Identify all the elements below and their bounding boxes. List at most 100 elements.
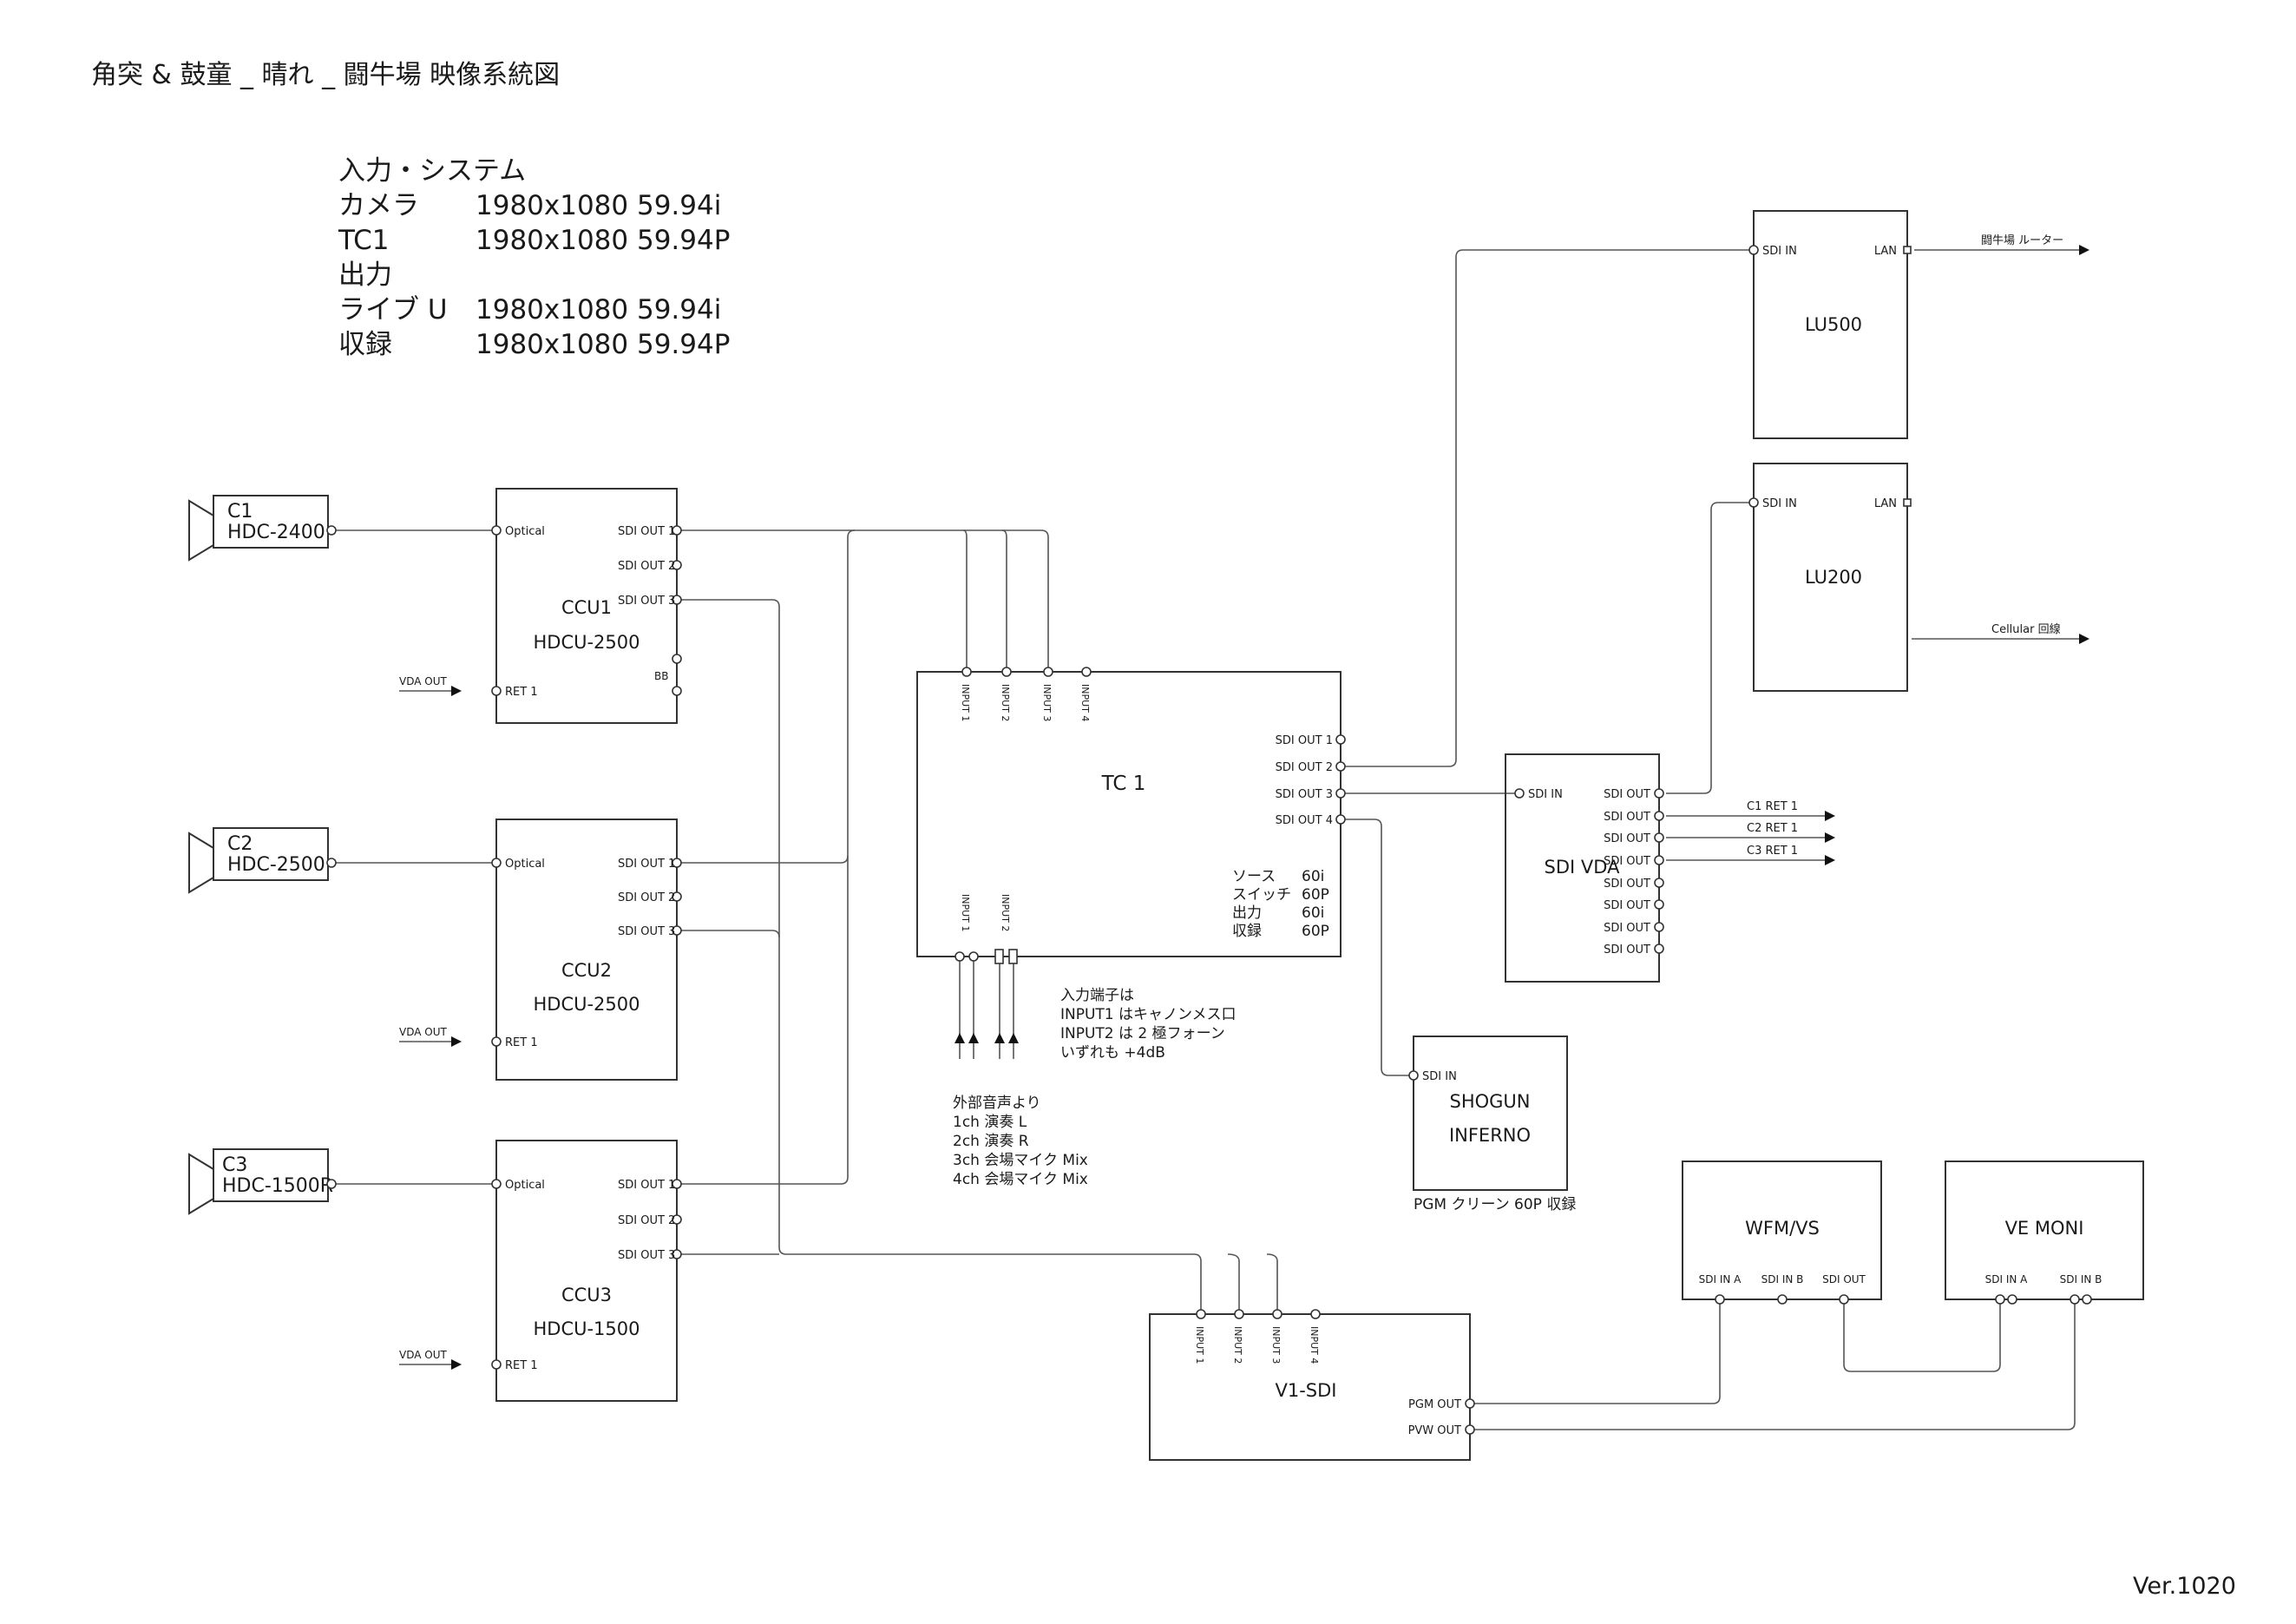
vda-out-label: VDA OUT: [399, 1026, 447, 1038]
wire-tc1-shogun: [1343, 819, 1414, 1076]
setting-label: スイッチ: [1232, 886, 1291, 904]
phone-jack: [994, 949, 1004, 964]
port-label: RET 1: [505, 686, 538, 699]
ccu1-unit[interactable]: Optical SDI OUT 1 SDI OUT 2 SDI OUT 3 CC…: [399, 488, 682, 724]
setting-value: 60i: [1302, 904, 1324, 922]
unit-name: V1-SDI: [1276, 1380, 1337, 1401]
port-label: SDI OUT: [1604, 855, 1650, 868]
arrow-up-icon: [1008, 1033, 1019, 1043]
ccu-name: CCU3: [561, 1285, 612, 1305]
sdi-out-port: [672, 891, 682, 902]
spec-label: TC1: [338, 225, 390, 256]
sdi-out-port: [1654, 811, 1664, 821]
input-label: INPUT 2: [1000, 684, 1011, 721]
port-label: SDI OUT 2: [618, 1214, 675, 1227]
shogun-recorder[interactable]: SDI IN SHOGUN INFERNO PGM クリーン 60P 収録: [1408, 1036, 1576, 1213]
lan-port: [1903, 246, 1912, 254]
port-label: SDI IN B: [2060, 1273, 2102, 1285]
arrow-right-icon: [451, 686, 462, 696]
arrow-right-icon: [2079, 634, 2089, 644]
wire-ccu2-v1: [677, 930, 780, 938]
ve-monitor[interactable]: VE MONI SDI IN A SDI IN B: [1945, 1160, 2144, 1305]
wire-sdivda-lu200: [1666, 502, 1754, 794]
sdi-vda-unit[interactable]: SDI IN SDI VDA SDI OUT SDI OUT SDI OUT S…: [1505, 753, 1798, 983]
camera-box: [213, 827, 329, 881]
camera-model: HDC-1500R: [222, 1175, 333, 1197]
port-label: SDI OUT: [1604, 943, 1650, 957]
cellular-label: Cellular 回線: [1991, 622, 2061, 636]
setting-value: 60P: [1302, 886, 1329, 904]
sdi-in-port: [1748, 497, 1759, 508]
sdi-out-port: [1335, 788, 1346, 799]
ccu2-box: [495, 819, 678, 1081]
port-label: LAN: [1874, 245, 1897, 258]
setting-label: ソース: [1232, 868, 1276, 885]
camera-box: [213, 1148, 329, 1202]
sdi-out-port: [672, 858, 682, 868]
sdi-in-port: [1777, 1294, 1788, 1305]
arrow-right-icon: [451, 1359, 462, 1370]
port-label: SDI IN: [1528, 788, 1563, 801]
output-label: SDI OUT 1: [1276, 734, 1333, 747]
spec-label: 収録: [338, 329, 392, 360]
wire-ccu-bus-vertical: [677, 529, 856, 1185]
unit-name: SDI VDA: [1545, 857, 1621, 878]
camera-model: HDC-2500: [227, 854, 325, 876]
ccu2-unit[interactable]: Optical SDI OUT 1 SDI OUT 2 SDI OUT 3 CC…: [399, 819, 682, 1081]
input-label: INPUT 3: [1041, 684, 1053, 721]
input-label: INPUT 1: [960, 684, 971, 721]
lan-destination: 闘牛場 ルーター: [1981, 234, 2063, 247]
sdi-out-port: [672, 595, 682, 605]
pgm-out-port: [1465, 1398, 1475, 1409]
port-label: SDI IN: [1422, 1070, 1457, 1083]
port-label: SDI OUT: [1604, 922, 1650, 935]
setting-value: 60i: [1302, 868, 1324, 885]
sdi-out-port: [1654, 855, 1664, 865]
camera-c3[interactable]: C3 HDC-1500R: [188, 1148, 337, 1215]
arrowheads: [451, 245, 2089, 1370]
ret-port: [491, 1359, 502, 1370]
spec-value: 1980x1080 59.94i: [476, 294, 721, 325]
note-line: 3ch 会場マイク Mix: [953, 1152, 1088, 1169]
input-port: [1310, 1309, 1321, 1319]
tc1-switcher[interactable]: INPUT 1 INPUT 2 INPUT 3 INPUT 4 TC 1 SDI…: [916, 667, 1346, 964]
audio-note: 入力端子は INPUT1 はキャノンメス口 INPUT2 は 2 極フォーン い…: [1060, 987, 1237, 1062]
sdi-out-port: [672, 1214, 682, 1225]
port-label: Optical: [505, 1179, 545, 1192]
sdi-out-port: [1839, 1294, 1849, 1305]
xlr-jack: [954, 951, 965, 962]
wire-pgm-wfm: [1470, 1299, 1721, 1404]
sdi-out-port: [1654, 899, 1664, 910]
wire-v1-in2: [1227, 1253, 1240, 1314]
lu200-unit[interactable]: SDI IN LAN LU200 Cellular 回線: [1748, 463, 2061, 692]
arrow-right-icon: [1825, 832, 1835, 843]
port-label: SDI IN B: [1761, 1273, 1804, 1285]
camera-id: C1: [227, 501, 253, 523]
lu500-unit[interactable]: SDI IN LAN LU500 闘牛場 ルーター: [1748, 210, 2063, 439]
camera-icon: [188, 832, 214, 894]
sdi-in-port: [2070, 1294, 2080, 1305]
wfm-monitor[interactable]: WFM/VS SDI IN A SDI IN B SDI OUT: [1682, 1160, 1882, 1305]
camera-c1[interactable]: C1 HDC-2400: [188, 495, 337, 562]
port-label: PGM OUT: [1408, 1398, 1461, 1411]
return-label: C2 RET 1: [1747, 822, 1798, 835]
arrow-up-icon: [954, 1033, 965, 1043]
return-label: C1 RET 1: [1747, 800, 1798, 813]
input-port: [1081, 667, 1092, 677]
port-label: SDI IN A: [1699, 1273, 1742, 1285]
port-label: SDI OUT: [1822, 1273, 1866, 1285]
ret-port: [491, 1036, 502, 1047]
pvw-out-port: [1465, 1424, 1475, 1435]
v1sdi-switcher[interactable]: INPUT 1 INPUT 2 INPUT 3 INPUT 4 V1-SDI P…: [1149, 1309, 1475, 1461]
ccu3-unit[interactable]: Optical SDI OUT 1 SDI OUT 2 SDI OUT 3 CC…: [399, 1140, 682, 1402]
input-port: [1043, 667, 1053, 677]
sdi-out-port: [1654, 832, 1664, 843]
port-label: SDI OUT 2: [618, 891, 675, 904]
camera-c2[interactable]: C2 HDC-2500: [188, 827, 337, 894]
bb-port: [672, 686, 682, 696]
sdi-out-port: [672, 1249, 682, 1259]
spec-label: 入力・システム: [338, 155, 526, 187]
sdi-out-port: [1654, 922, 1664, 932]
sdi-out-port: [672, 1179, 682, 1189]
return-label: C3 RET 1: [1747, 845, 1798, 858]
